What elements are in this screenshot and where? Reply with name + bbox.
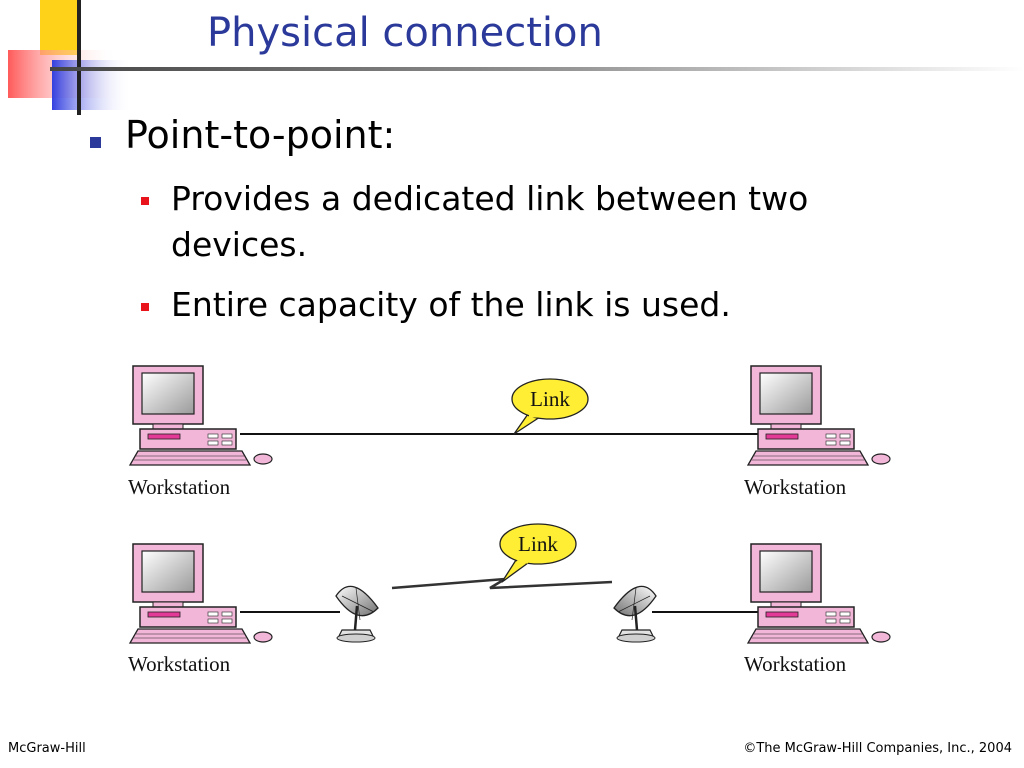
- slide-title: Physical connection: [207, 10, 603, 56]
- title-underline: [50, 67, 1024, 71]
- workstation-label-right: Workstation: [744, 475, 847, 499]
- workstation-computer-icon: [747, 365, 891, 466]
- satellite-dish-icon: [612, 585, 658, 644]
- satellite-dish-icon: [334, 585, 380, 644]
- bullet-marker: [90, 137, 101, 148]
- link-label: Link: [530, 387, 570, 411]
- sub-bullet-marker: [141, 303, 149, 311]
- row-2-wireless-link: Link Workstation Workstation: [128, 523, 891, 676]
- footer-copyright: ©The McGraw-Hill Companies, Inc., 2004: [743, 741, 1012, 756]
- sub-bullet-entire-capacity: Entire capacity of the link is used.: [171, 285, 731, 324]
- workstation-label-left: Workstation: [128, 652, 231, 676]
- link-callout: [511, 378, 589, 435]
- sub-bullet-marker: [141, 197, 149, 205]
- workstation-label-right: Workstation: [744, 652, 847, 676]
- workstation-computer-icon: [129, 543, 273, 644]
- wireless-signal: [391, 577, 613, 590]
- workstation-label-left: Workstation: [128, 475, 231, 499]
- sub-bullet-dedicated-link: Provides a dedicated link between two de…: [171, 179, 809, 264]
- footer-publisher: McGraw-Hill: [8, 741, 86, 756]
- link-callout: [499, 523, 577, 583]
- yellow-square: [40, 0, 78, 55]
- row-1-wired-link: Link Workstation Workstation: [128, 365, 891, 499]
- bullet-point-to-point: Point-to-point:: [125, 113, 396, 157]
- workstation-computer-icon: [747, 543, 891, 644]
- workstation-computer-icon: [129, 365, 273, 466]
- vertical-line: [77, 0, 81, 115]
- link-label: Link: [518, 532, 558, 556]
- corner-decoration: [8, 0, 1024, 115]
